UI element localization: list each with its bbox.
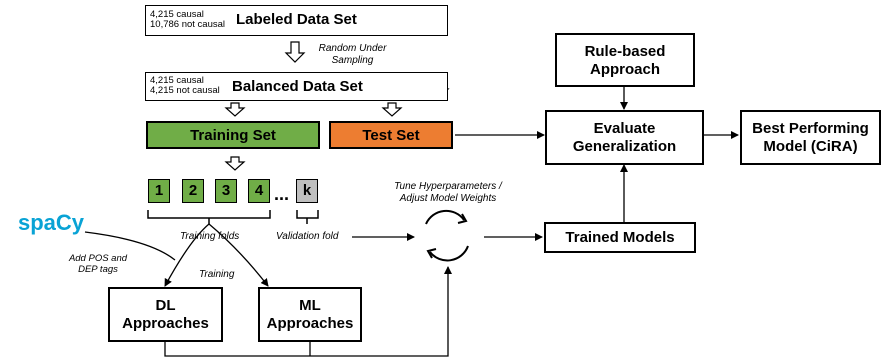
training-folds-bracket: [147, 210, 271, 224]
validation-fold-label: Validation fold: [276, 231, 339, 242]
training-label: Training: [199, 269, 235, 280]
labeled-causal-count: 4,215 causal: [150, 9, 204, 20]
balanced-data-set-title: Balanced Data Set: [232, 78, 363, 95]
training-split: [164, 223, 210, 287]
training-set-box: Training Set: [146, 121, 320, 149]
training-split-ml: [208, 223, 269, 287]
hollow-arrow-sampling: [284, 41, 306, 63]
hollow-arrow-to-test: [381, 102, 403, 117]
balanced-not-causal-count: 4,215 not causal: [150, 85, 220, 96]
hollow-arrow-to-folds: [224, 156, 246, 171]
folds-ellipsis: ...: [274, 184, 290, 204]
cycle-icon: [425, 209, 469, 262]
spacy-connector: [84, 231, 176, 261]
fold-2: 2: [182, 179, 204, 203]
training-folds-label: Training folds: [180, 231, 240, 242]
trained-models-box: Trained Models: [544, 222, 696, 253]
balanced-causal-count: 4,215 causal: [150, 75, 204, 86]
balanced-data-set-box: [145, 72, 448, 101]
hollow-arrow-to-training: [224, 102, 246, 117]
feedback-loop: [164, 266, 452, 357]
test-set-box: Test Set: [329, 121, 453, 149]
tune-hyperparameters-label: Tune Hyperparameters /Adjust Model Weigh…: [394, 181, 502, 204]
fold-1: 1: [148, 179, 170, 203]
fold-4: 4: [248, 179, 270, 203]
validation-fold-bracket: [296, 210, 319, 224]
labeled-data-set-title: Labeled Data Set: [236, 11, 357, 28]
spacy-logo: spaCy: [18, 210, 85, 235]
fold-3: 3: [215, 179, 237, 203]
fold-k: k: [296, 179, 318, 203]
labeled-data-set-box: [145, 5, 448, 36]
labeled-not-causal-count: 10,786 not causal: [150, 19, 226, 30]
